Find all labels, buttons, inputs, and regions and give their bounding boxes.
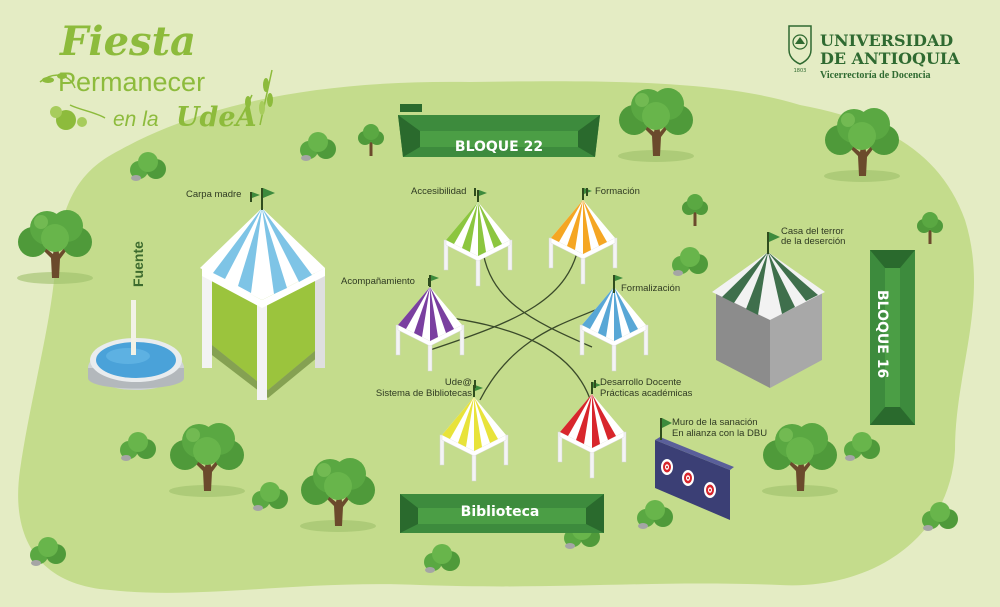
banner-biblioteca-label: Biblioteca [461, 504, 540, 520]
banner-bloque-22[interactable]: BLOQUE 22 [398, 104, 600, 157]
label-formacion: Formación [595, 186, 640, 197]
banner-biblioteca[interactable]: Biblioteca [400, 494, 604, 533]
tent-formalizacion[interactable] [579, 275, 649, 372]
label-muro-sanacion: Muro de la sanación [672, 417, 758, 428]
tent-stripe [414, 287, 430, 337]
label-accesibilidad: Accesibilidad [411, 186, 466, 197]
title-en-la: en la [113, 108, 159, 131]
university-name-line2: DE ANTIOQUIA [820, 49, 960, 68]
university-seal-icon: 1803 [788, 25, 812, 74]
tent-stripe [458, 397, 474, 447]
svg-text:1803: 1803 [794, 68, 807, 74]
tent-stripe [560, 394, 592, 436]
tent-stripe [614, 287, 638, 333]
banner-bloque-16[interactable]: BLOQUE 16 [870, 250, 915, 425]
tent-stripe [430, 287, 438, 341]
tent-stripe [551, 200, 583, 242]
tent-stripe [614, 287, 622, 341]
label-desarrollo-docente: Desarrollo Docente [600, 377, 681, 388]
tent-stripe [583, 200, 591, 254]
university-subunit: Vicerrectoría de Docencia [820, 70, 931, 81]
tent-stripe [446, 202, 478, 244]
title-permanecer: Permanecer [58, 67, 205, 97]
tent-accesibilidad[interactable] [443, 190, 513, 287]
title-udea: UdeA [176, 102, 257, 133]
wall-muro-sanacion[interactable] [655, 418, 734, 520]
tent-stripe [478, 202, 502, 248]
tent-stripe [582, 287, 614, 329]
label-acompanamiento: Acompañamiento [341, 276, 415, 287]
tent-stripe [474, 397, 498, 443]
label-sistema-bibliotecas: Sistema de Bibliotecas [376, 388, 472, 399]
target-icon [704, 482, 716, 498]
herb-decoration-icon [39, 69, 273, 130]
tent-udea[interactable] [439, 385, 509, 482]
target-icon [682, 470, 694, 486]
tent-stripe [583, 200, 607, 246]
banner-bloque-22-label: BLOQUE 22 [455, 139, 543, 155]
university-logo: 1803 UNIVERSIDAD DE ANTIOQUIA Vicerrecto… [788, 25, 960, 81]
tent-stripe [442, 397, 474, 439]
university-name-line1: UNIVERSIDAD [820, 31, 953, 50]
fountain[interactable]: Fuente [88, 241, 184, 390]
tent-stripe [398, 287, 430, 329]
label-flags [250, 188, 615, 388]
tent-stripe [567, 200, 583, 250]
label-udea: Ude@ [445, 377, 472, 388]
event-title: Fiesta Permanecer en la UdeA [39, 18, 273, 133]
label-casa-terror: Casa del terror [781, 226, 844, 237]
tent-stripe [598, 287, 614, 337]
tent-stripe [474, 397, 482, 451]
label-desercion: de la deserción [781, 236, 845, 247]
map-labels: Carpa madre Accesibilidad Formación Acom… [186, 186, 845, 439]
label-alianza-dbu: En alianza con la DBU [672, 428, 767, 439]
tent-stripe [576, 394, 592, 444]
tent-carpa-madre[interactable] [200, 188, 325, 400]
label-formalizacion: Formalización [621, 283, 680, 294]
tent-desarrollo-docente[interactable] [557, 382, 627, 479]
tent-stripe [462, 202, 478, 252]
fountain-label: Fuente [130, 241, 146, 287]
park-ground [18, 81, 975, 593]
banner-bloque-16-label: BLOQUE 16 [874, 290, 890, 378]
tent-stripe [430, 287, 454, 333]
label-carpa-madre: Carpa madre [186, 189, 241, 200]
small-tents-group [395, 188, 649, 482]
tent-stripe [478, 202, 486, 256]
tent-stripe [592, 394, 600, 448]
target-icon [661, 459, 673, 475]
tent-casa-del-terror[interactable] [712, 232, 825, 388]
title-fiesta: Fiesta [59, 18, 196, 65]
tent-stripe [592, 394, 616, 440]
label-practicas-academicas: Prácticas académicas [600, 388, 693, 399]
